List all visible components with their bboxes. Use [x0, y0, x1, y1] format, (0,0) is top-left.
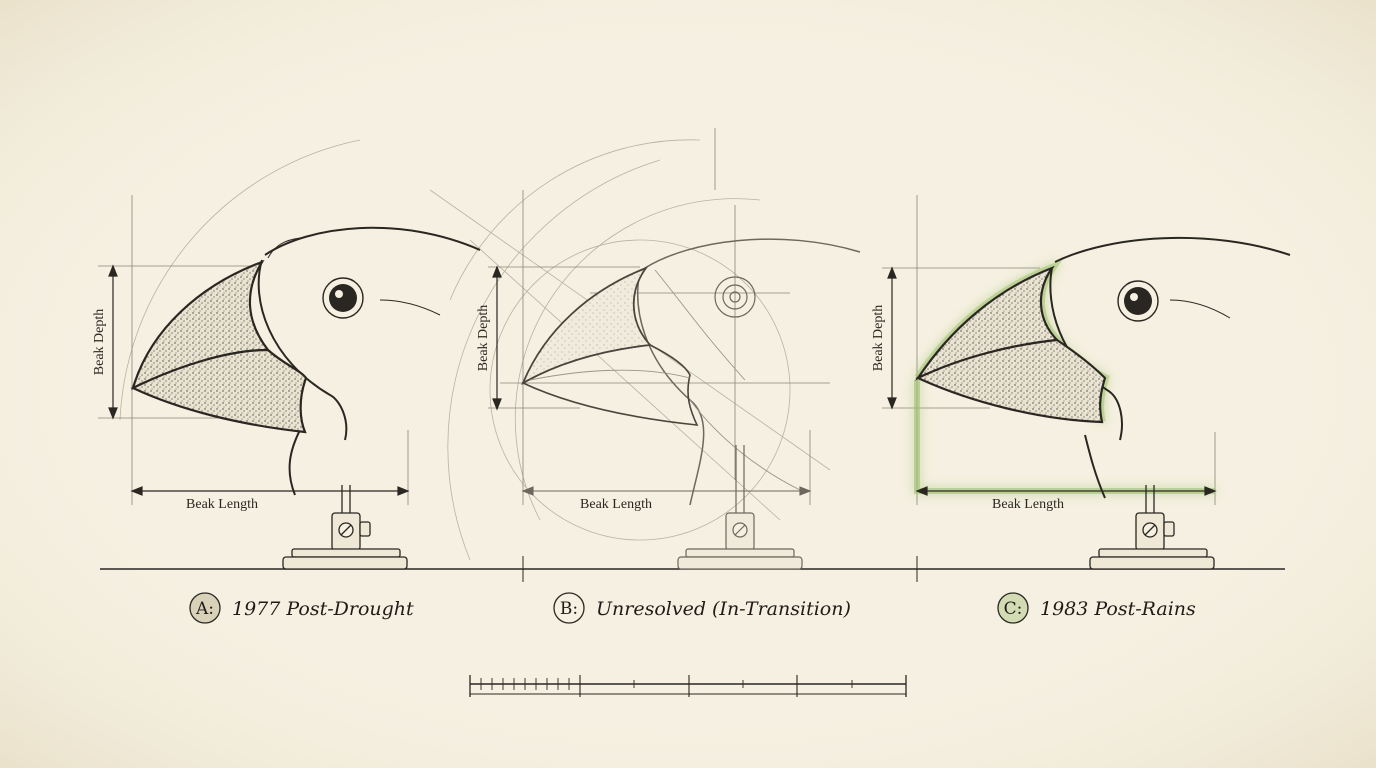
finch-head-b	[637, 238, 861, 506]
badge-a	[189, 592, 221, 624]
badge-c	[997, 592, 1029, 624]
specimen-stand-c	[1089, 485, 1215, 570]
construction-arcs	[119, 139, 831, 561]
specimen-stand-b	[677, 445, 803, 570]
caption-c: C: 1983 Post-Rains	[997, 592, 1196, 624]
length-label-b: Beak Length	[580, 497, 652, 512]
eye-icon	[1117, 280, 1159, 322]
depth-label-a: Beak Depth	[92, 309, 107, 375]
eye-icon	[714, 276, 756, 318]
badge-label-c: C:	[1004, 599, 1023, 619]
caption-a: A: 1977 Post-Drought	[189, 592, 414, 624]
caption-label-c: 1983 Post-Rains	[1040, 598, 1196, 620]
length-label-a: Beak Length	[186, 497, 258, 512]
badge-label-b: B:	[560, 599, 578, 619]
depth-label-c: Beak Depth	[871, 305, 886, 371]
baseline-ticks	[522, 556, 918, 582]
panel-b: Beak Depth Beak Length	[476, 128, 861, 570]
beak-lower-c	[915, 338, 1107, 424]
caption-b: B: Unresolved (In-Transition)	[553, 592, 851, 624]
beak-lower-a	[130, 348, 308, 434]
length-label-c: Beak Length	[992, 497, 1064, 512]
caption-label-a: 1977 Post-Drought	[232, 598, 414, 620]
panel-a: Beak Depth Beak Length	[92, 195, 481, 570]
caption-label-b: Unresolved (In-Transition)	[596, 598, 851, 620]
eye-icon	[322, 277, 364, 319]
badge-b	[553, 592, 585, 624]
beak-lower-b	[521, 344, 699, 426]
depth-label-b: Beak Depth	[476, 305, 491, 371]
ruler-scale-icon	[469, 675, 907, 697]
panel-c: Beak Depth Beak Length	[871, 195, 1291, 570]
badge-label-a: A:	[195, 599, 214, 619]
specimen-stand-a	[282, 485, 408, 570]
